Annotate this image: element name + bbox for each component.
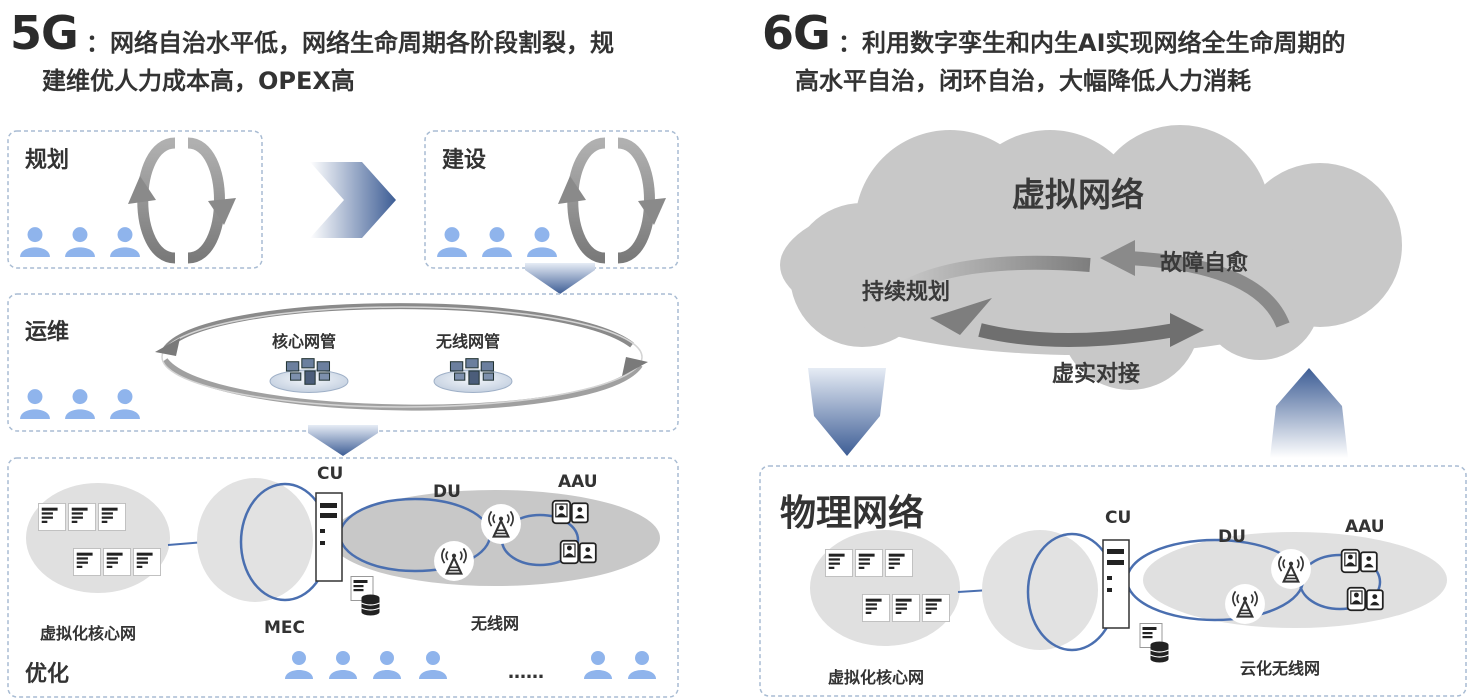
arrow-down-icon	[808, 368, 886, 456]
mec-database-icon	[1139, 623, 1170, 663]
cloud-wireless-label: 云化无线网	[1240, 659, 1321, 678]
operation-staff-icons	[20, 389, 140, 419]
virtual-network-loop-icon	[896, 240, 1290, 347]
aau-device-icon	[559, 539, 597, 565]
planning-cycle-icon	[128, 137, 236, 264]
core-management-label: 核心网管	[272, 332, 337, 351]
ellipsis-label: ……	[508, 662, 544, 683]
virtualized-core-label: 虚拟化核心网	[40, 624, 137, 643]
aau-label: AAU	[558, 472, 598, 492]
du-label: DU	[1218, 527, 1246, 547]
core-network-cloud	[810, 530, 960, 646]
cu-rack-icon	[1102, 539, 1130, 629]
mec-cloud	[197, 478, 313, 602]
virtualized-core-label: 虚拟化核心网	[828, 668, 925, 687]
base-station-icon	[480, 503, 522, 545]
core-network-cloud	[26, 483, 170, 593]
base-station-icon	[433, 540, 475, 582]
planning-staff-icons	[20, 227, 140, 257]
cu-label: CU	[1105, 508, 1132, 528]
operation-label: 运维	[25, 320, 70, 345]
optimization-staff-icons	[285, 651, 656, 679]
cu-rack-icon	[315, 492, 343, 582]
physical-network-panel	[759, 465, 1467, 697]
aau-device-icon	[1340, 548, 1378, 574]
wireless-management-label: 无线网管	[436, 332, 501, 351]
aau-device-icon	[1346, 586, 1384, 612]
continuous-planning-label: 持续规划	[862, 280, 951, 305]
base-station-icon	[1224, 583, 1266, 625]
virtual-real-docking-label: 虚实对接	[1052, 362, 1141, 387]
aau-device-icon	[551, 499, 589, 525]
operation-panel	[7, 293, 679, 432]
core-management-icon	[269, 358, 349, 394]
aau-label: AAU	[1345, 517, 1385, 537]
optimization-panel	[7, 457, 679, 698]
left-generation-label: 5G	[10, 6, 79, 60]
mec-cloud	[982, 530, 1098, 650]
planning-label: 规划	[25, 148, 70, 173]
right-generation-label: 6G	[762, 6, 831, 60]
fault-self-healing-label: 故障自愈	[1160, 251, 1249, 276]
construction-cycle-icon	[558, 137, 666, 264]
virtual-network-label: 虚拟网络	[1012, 175, 1144, 214]
wireless-management-icon	[433, 358, 513, 394]
right-heading-line1: ：利用数字孪生和内生AI实现网络全生命周期的	[838, 29, 1346, 57]
optimization-label: 优化	[25, 662, 70, 687]
left-heading-line1: ：网络自治水平低，网络生命周期各阶段割裂，规	[86, 29, 614, 57]
arrow-down-icon	[308, 425, 378, 456]
mec-database-icon	[350, 576, 381, 616]
virtual-network-cloud	[780, 125, 1402, 390]
mec-label: MEC	[264, 618, 306, 638]
wireless-network-label: 无线网	[471, 614, 520, 633]
physical-network-label: 物理网络	[780, 493, 925, 534]
construction-label: 建设	[442, 148, 487, 173]
left-heading-line2: 建维优人力成本高，OPEX高	[42, 67, 355, 95]
planning-panel	[7, 130, 263, 269]
operation-loop-icon	[155, 303, 648, 411]
construction-staff-icons	[437, 227, 557, 257]
arrow-right-icon	[310, 162, 396, 238]
cu-label: CU	[317, 464, 344, 484]
arrow-up-icon	[1270, 368, 1348, 458]
du-label: DU	[433, 482, 461, 502]
base-station-icon	[1270, 548, 1312, 590]
right-heading-line2: 高水平自治，闭环自治，大幅降低人力消耗	[795, 67, 1251, 95]
arrow-down-icon	[525, 263, 595, 294]
